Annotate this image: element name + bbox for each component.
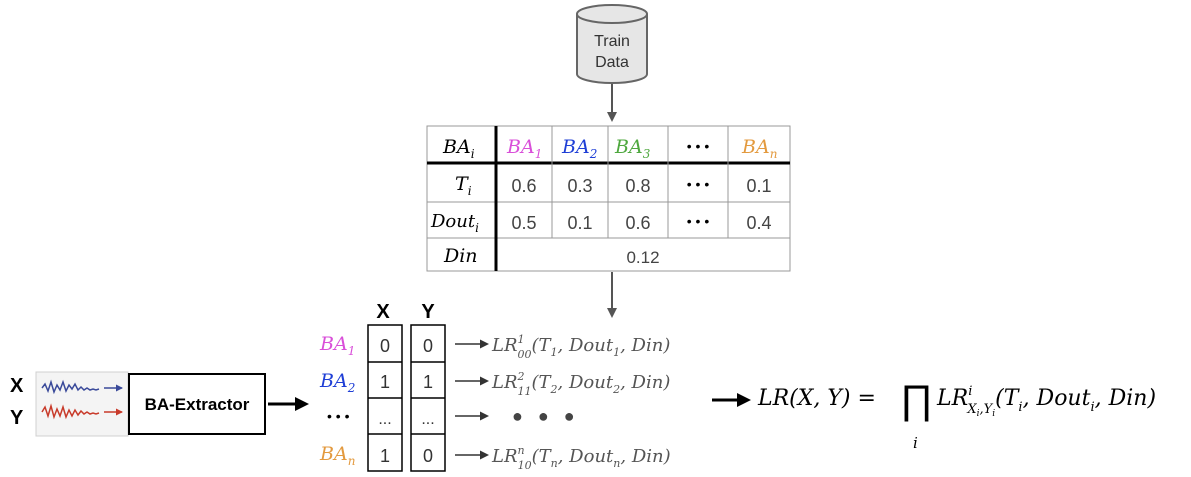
vector-cell: 1 (423, 372, 433, 392)
formula-product-symbol: ∏ (900, 378, 933, 422)
table-col-ellipsis: • • • (687, 138, 710, 154)
input-x-label: X (10, 375, 24, 397)
threshold-table: BAi BA1 BA2 BA3 • • • BAn Ti 0.6 0.3 0.8… (426, 125, 791, 272)
table-col-ba3: BA3 (614, 136, 651, 161)
waveform-y (41, 403, 100, 420)
table-row-din-label: Din (443, 245, 478, 267)
vector-cell: 0 (423, 336, 433, 356)
table-col-ba2: BA2 (561, 136, 597, 161)
table-cell: • • • (687, 176, 710, 192)
input-y-label: Y (10, 407, 24, 429)
table-row-t-label: Ti (455, 173, 472, 198)
table-cell: 0.5 (511, 213, 536, 233)
table-cell: • • • (687, 213, 710, 229)
table-cell: 0.6 (625, 213, 650, 233)
vector-col-y: Y (421, 301, 435, 323)
vector-cell: 1 (380, 446, 390, 466)
vector-row-label: BAn (319, 443, 355, 468)
table-col-ban: BAn (741, 136, 777, 161)
vector-row-label: BA2 (319, 370, 355, 395)
binary-vector: X Y BA1 BA2 • • • BAn 0 0 1 1 ... ... 1 … (319, 301, 446, 472)
table-cell: 0.1 (567, 213, 592, 233)
table-cell: 0.6 (511, 176, 536, 196)
table-col-ba1: BA1 (506, 136, 542, 161)
vector-row-label: BA1 (319, 333, 355, 358)
formula-lhs: LR(X, Y) = (757, 386, 876, 411)
table-din-value: 0.12 (626, 248, 659, 267)
vector-cell: 1 (380, 372, 390, 392)
vector-cell: ... (378, 411, 391, 428)
table-row-dout-label: Douti (430, 211, 479, 235)
db-label-line2: Data (595, 54, 629, 71)
vector-cell: 0 (423, 446, 433, 466)
db-label-line1: Train (594, 33, 630, 50)
table-cell: 0.4 (746, 213, 771, 233)
table-cell: 0.1 (746, 176, 771, 196)
vector-cell: ... (421, 411, 434, 428)
database-icon: Train Data (576, 4, 648, 84)
formula-product-index: i (913, 434, 918, 452)
lr-ellipsis-dots: ● ● ● (512, 406, 575, 426)
table-header-label: BAi (442, 136, 475, 161)
waveform-panel (35, 371, 129, 437)
vector-col-x: X (376, 301, 390, 323)
table-cell: 0.3 (567, 176, 592, 196)
vector-row-label: • • • (327, 408, 350, 424)
ba-extractor-label: BA-Extractor (145, 395, 250, 414)
vector-cell: 0 (380, 336, 390, 356)
table-cell: 0.8 (625, 176, 650, 196)
waveform-x (41, 379, 100, 395)
ba-extractor-box: BA-Extractor (128, 373, 266, 435)
